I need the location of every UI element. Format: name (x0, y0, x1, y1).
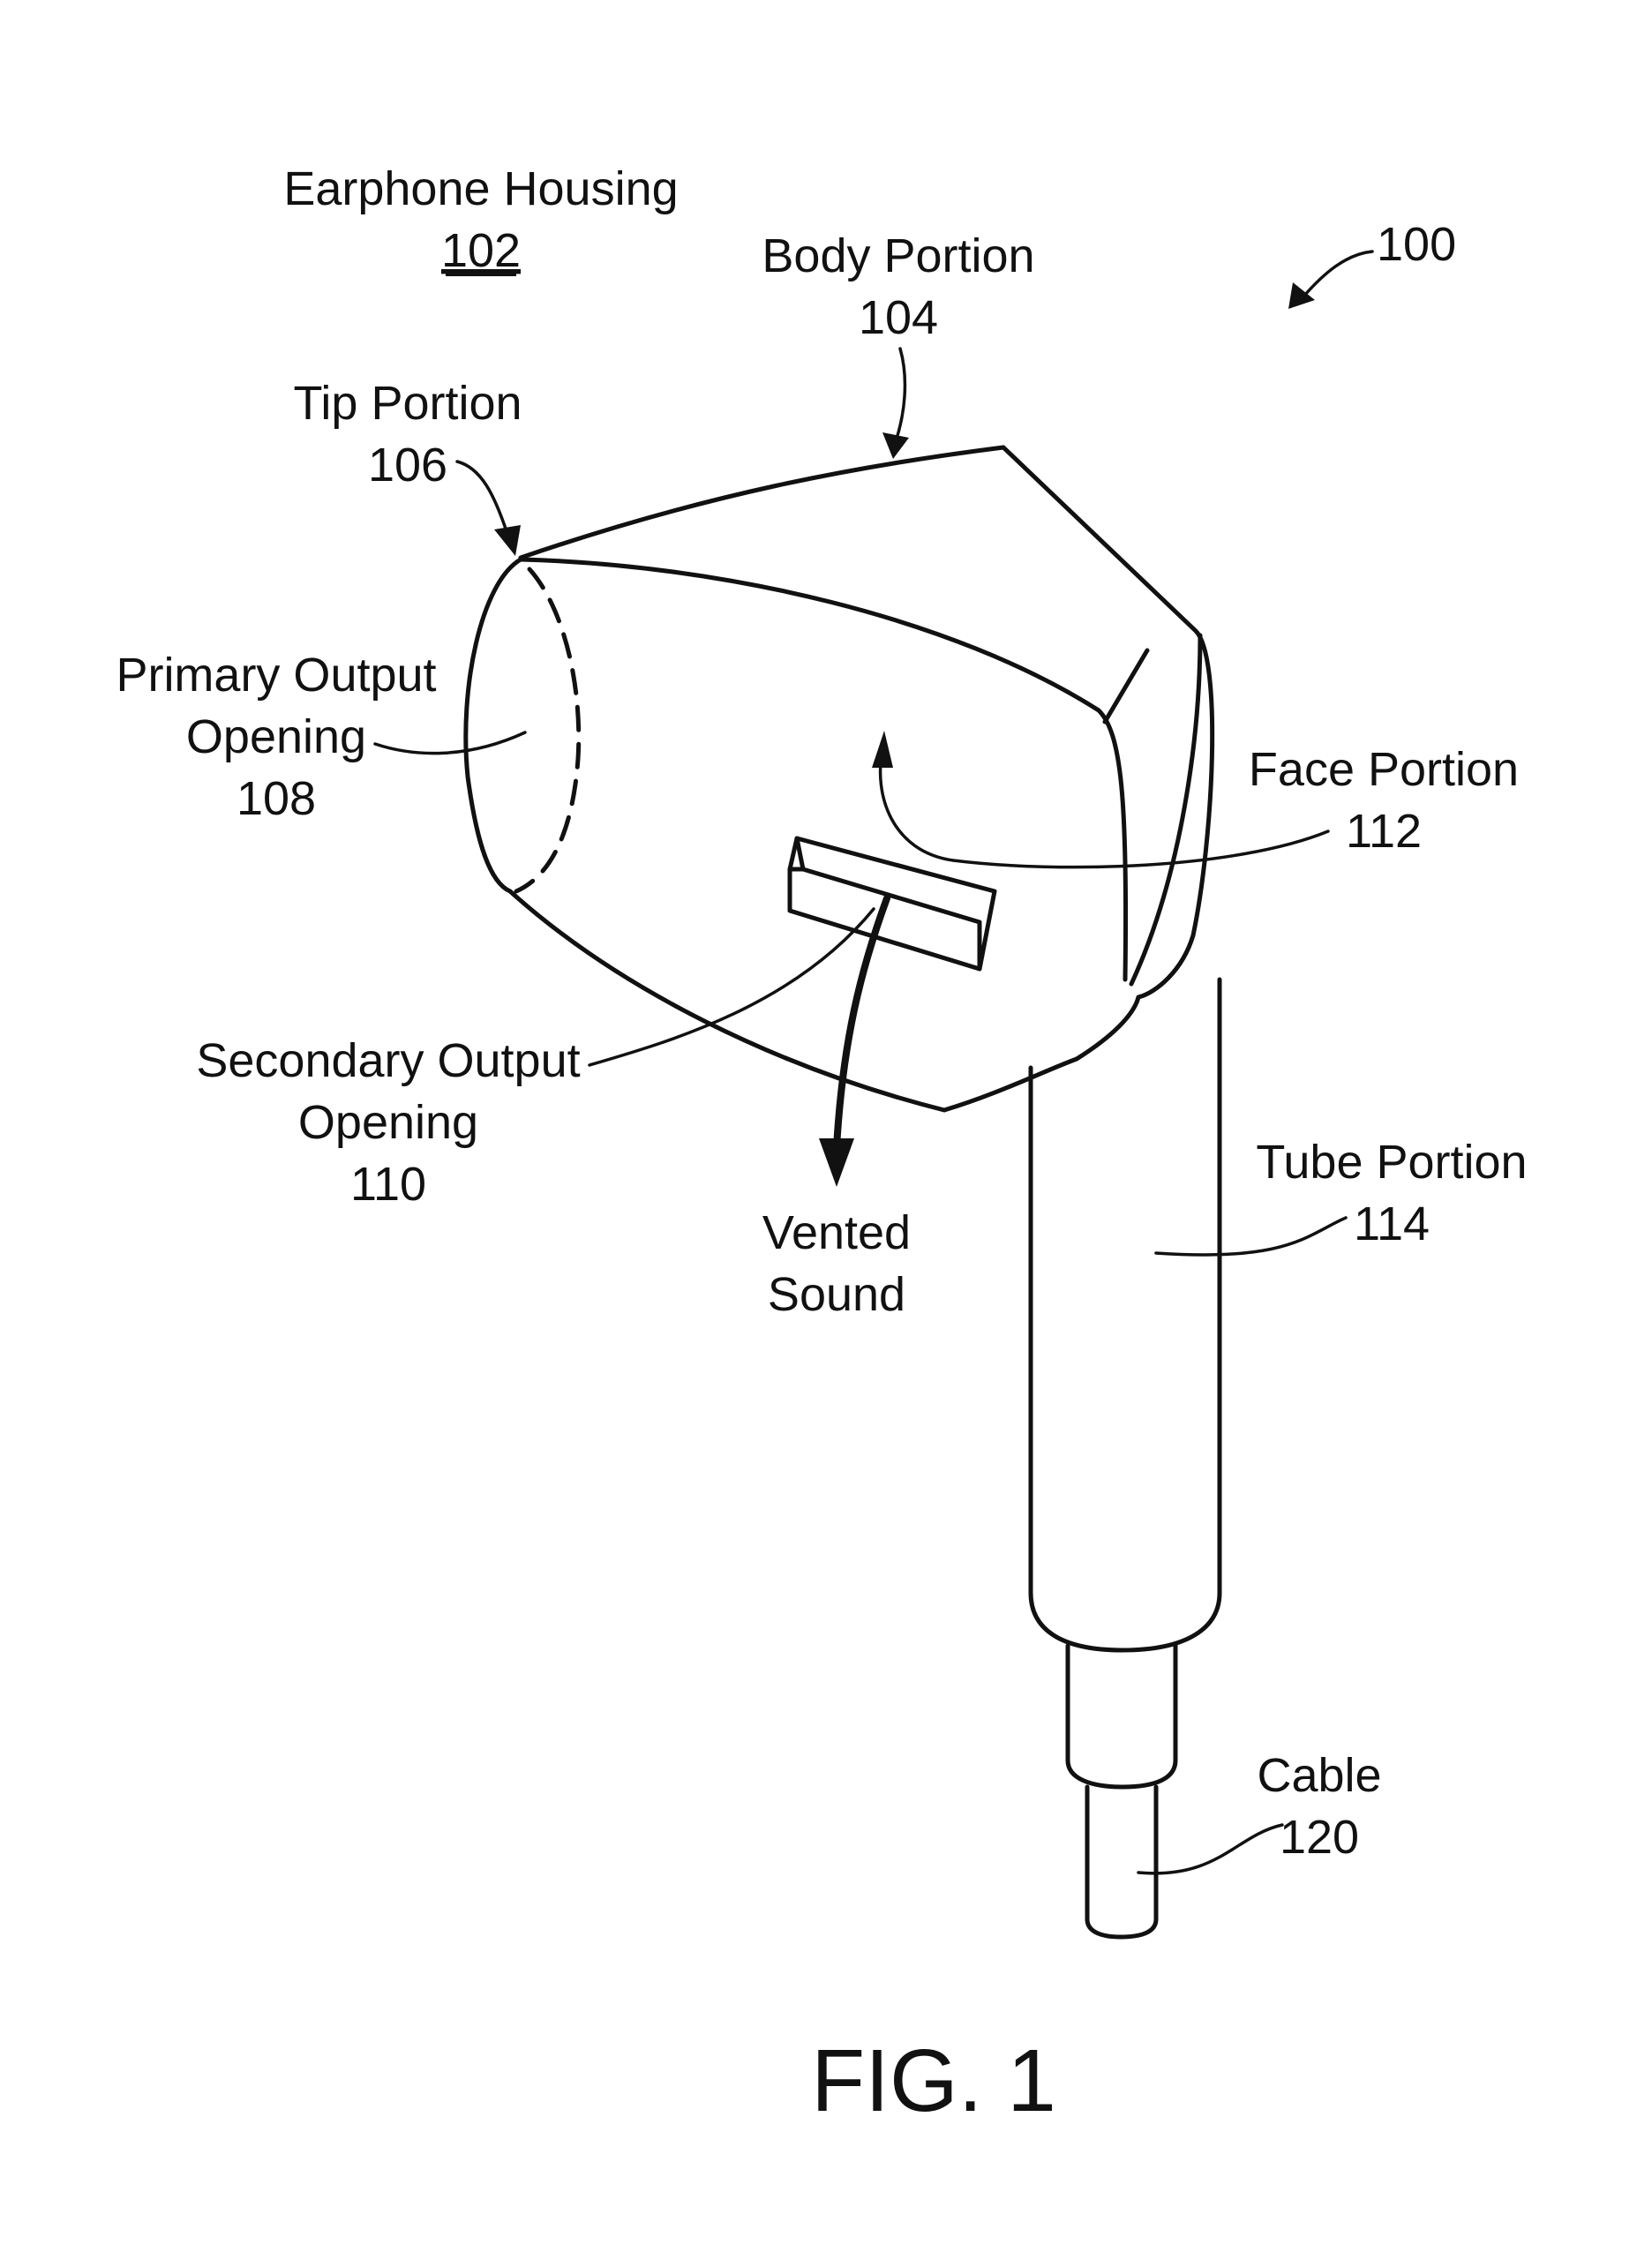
body-portion-arrow (896, 349, 905, 441)
primary-output-label-line1: Primary Output (116, 649, 436, 702)
face-portion-number: 112 (1346, 805, 1422, 858)
cable-number: 120 (1280, 1811, 1359, 1864)
tip-outline (466, 559, 521, 891)
figure-ref-number: 100 (1377, 218, 1456, 271)
vent-outer (790, 838, 995, 969)
earphone-housing-label: Earphone Housing (283, 162, 678, 215)
vented-sound-arrow-shaft (837, 898, 887, 1147)
earphone-drawing (466, 447, 1220, 1937)
vented-sound-arrow-head (819, 1138, 854, 1187)
primary-output-label-line2: Opening (186, 710, 366, 763)
arrows (457, 251, 1372, 1187)
tip-portion-arrow (457, 462, 507, 534)
cable-collar (1068, 1646, 1175, 1787)
cable-label: Cable (1257, 1749, 1381, 1802)
face-portion-arrow-head (872, 731, 893, 768)
face-edge (1131, 635, 1200, 984)
face-crease (1105, 650, 1147, 722)
body-portion-arrow-head (882, 432, 909, 459)
secondary-output-label-line2: Opening (298, 1096, 478, 1149)
tube-portion-number: 114 (1354, 1197, 1430, 1250)
face-portion-label: Face Portion (1249, 743, 1519, 796)
tube-portion-outline (1031, 980, 1220, 1650)
primary-output-leader (375, 732, 525, 754)
tube-portion-label: Tube Portion (1256, 1136, 1527, 1189)
earphone-housing-number: 102 (441, 224, 521, 277)
tube-portion-leader (1156, 1218, 1346, 1255)
body-bottom-contour (510, 891, 1138, 1110)
body-portion-number: 104 (859, 291, 938, 344)
primary-output-number: 108 (237, 772, 316, 825)
labels: Earphone Housing 102 Body Portion 104 10… (116, 162, 1527, 2130)
body-top-contour (521, 447, 1003, 558)
body-portion-label: Body Portion (762, 229, 1034, 282)
tip-portion-label: Tip Portion (293, 377, 522, 430)
tip-portion-arrow-head (494, 525, 521, 556)
secondary-output-leader (589, 909, 874, 1065)
secondary-output-label-line1: Secondary Output (196, 1034, 580, 1087)
figure-title: FIG. 1 (811, 2031, 1056, 2130)
vented-sound-line2: Sound (768, 1268, 905, 1321)
tip-portion-number: 106 (368, 439, 447, 492)
secondary-output-number: 110 (350, 1158, 426, 1211)
body-inner-edge (521, 559, 1126, 980)
cable-outline (1087, 1787, 1156, 1937)
vented-sound-line1: Vented (762, 1206, 911, 1259)
cable-leader (1138, 1825, 1282, 1873)
ref-100-arrow (1304, 251, 1372, 296)
primary-output-dashed-edge (516, 569, 579, 891)
